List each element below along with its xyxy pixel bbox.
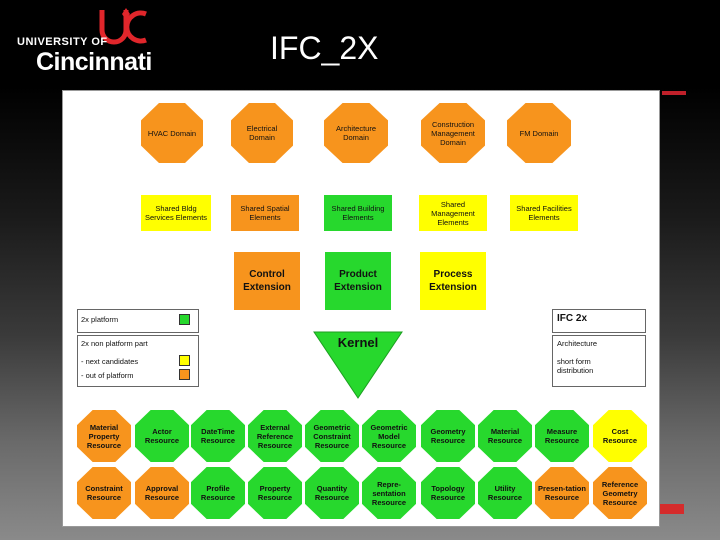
legend-next-candidates-label: - next candidates	[81, 357, 139, 366]
shared-facilities-elements: Shared Facilities Elements	[510, 195, 578, 231]
red-accent-bar	[660, 504, 684, 514]
legend-ifc2x-title-box	[552, 309, 646, 333]
legend-non-platform-box	[77, 335, 199, 387]
shared-bldg-services-elements: Shared Bldg Services Elements	[141, 195, 211, 231]
uc-logo-icon	[99, 8, 147, 45]
resource-utility: Utility Resource	[478, 467, 532, 519]
legend-short-form-label: short form distribution	[557, 357, 594, 375]
product-extension: Product Extension	[325, 252, 391, 310]
shared-spatial-elements: Shared Spatial Elements	[231, 195, 299, 231]
legend-yellow-swatch	[179, 355, 190, 366]
resource-cost: Cost Resource	[593, 410, 647, 462]
legend-ifc2x-title: IFC 2x	[557, 313, 588, 324]
domain-architecture: Architecture Domain	[324, 103, 388, 163]
resource-topology: Topology Resource	[421, 467, 475, 519]
legend-architecture-label: Architecture	[557, 339, 598, 348]
domain-electrical: Electrical Domain	[231, 103, 293, 163]
resource-reference-geometry: Reference Geometry Resource	[593, 467, 647, 519]
resource-geometric-constraint: Geometric Constraint Resource	[305, 410, 359, 462]
domain-fm: FM Domain	[507, 103, 571, 163]
legend-out-of-platform-label: - out of platform	[81, 371, 134, 380]
resource-material-property: Material Property Resource	[77, 410, 131, 462]
resource-external-reference: External Reference Resource	[248, 410, 302, 462]
resource-geometric-model: Geometric Model Resource	[362, 410, 416, 462]
university-label: UNIVERSITY OF	[17, 36, 108, 48]
resource-quantity: Quantity Resource	[305, 467, 359, 519]
resource-datetime: DateTime Resource	[191, 410, 245, 462]
legend-platform-box	[77, 309, 199, 333]
resource-property: Property Resource	[248, 467, 302, 519]
resource-geometry: Geometry Resource	[421, 410, 475, 462]
ifc-architecture-diagram: HVAC Domain Electrical Domain Architectu…	[62, 90, 660, 527]
domain-hvac: HVAC Domain	[141, 103, 203, 163]
shared-management-elements: Shared Management Elements	[419, 195, 487, 231]
shared-building-elements: Shared Building Elements	[324, 195, 392, 231]
resource-measure: Measure Resource	[535, 410, 589, 462]
kernel-label: Kernel	[337, 335, 379, 350]
process-extension: Process Extension	[420, 252, 486, 310]
legend-platform-label: 2x platform	[81, 315, 119, 324]
resource-approval: Approval Resource	[135, 467, 189, 519]
cincinnati-wordmark: Cincinnati	[36, 48, 152, 76]
resource-actor: Actor Resource	[135, 410, 189, 462]
resource-profile: Profile Resource	[191, 467, 245, 519]
resource-presentation: Presen-tation Resource	[535, 467, 589, 519]
resource-material: Material Resource	[478, 410, 532, 462]
legend-orange-swatch	[179, 369, 190, 380]
kernel-triangle	[313, 331, 403, 399]
legend-architecture-box	[552, 335, 646, 387]
domain-construction-management: Construction Management Domain	[421, 103, 485, 163]
red-accent-bar	[662, 91, 686, 95]
slide-title: IFC_2X	[270, 30, 379, 66]
legend-non-platform-label: 2x non platform part	[81, 339, 148, 348]
resource-representation: Repre-sentation Resource	[362, 467, 416, 519]
control-extension: Control Extension	[234, 252, 300, 310]
legend-green-swatch	[179, 314, 190, 325]
resource-constraint: Constraint Resource	[77, 467, 131, 519]
